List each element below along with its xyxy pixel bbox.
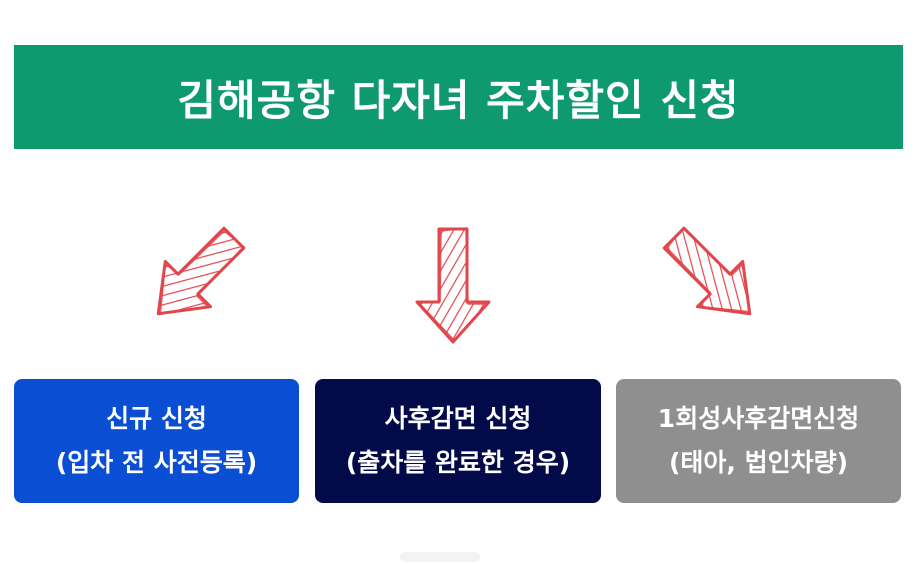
new-application-label: 신규 신청 <box>106 404 207 433</box>
new-application-sublabel: (입차 전 사전등록) <box>55 448 258 477</box>
faint-divider <box>400 552 480 562</box>
post-reduction-sublabel: (출차를 완료한 경우) <box>345 448 571 477</box>
one-time-reduction-button[interactable]: 1회성사후감면신청 (태아, 법인차량) <box>616 379 901 503</box>
arrow-down-left-svg <box>156 226 246 316</box>
post-reduction-label: 사후감면 신청 <box>384 404 532 433</box>
page-title-banner: 김해공항 다자녀 주차할인 신청 <box>14 45 903 149</box>
arrow-down-right-svg <box>662 226 752 316</box>
one-time-reduction-label: 1회성사후감면신청 <box>657 404 860 433</box>
arrow-down-icon <box>408 222 498 347</box>
arrow-down-svg <box>415 227 491 344</box>
arrow-down-left-icon <box>130 215 250 340</box>
arrow-down-right-icon <box>658 215 778 340</box>
page-title: 김해공항 다자녀 주차할인 신청 <box>177 75 740 125</box>
new-application-button[interactable]: 신규 신청 (입차 전 사전등록) <box>14 379 299 503</box>
one-time-reduction-sublabel: (태아, 법인차량) <box>668 448 849 477</box>
post-reduction-button[interactable]: 사후감면 신청 (출차를 완료한 경우) <box>315 379 601 503</box>
